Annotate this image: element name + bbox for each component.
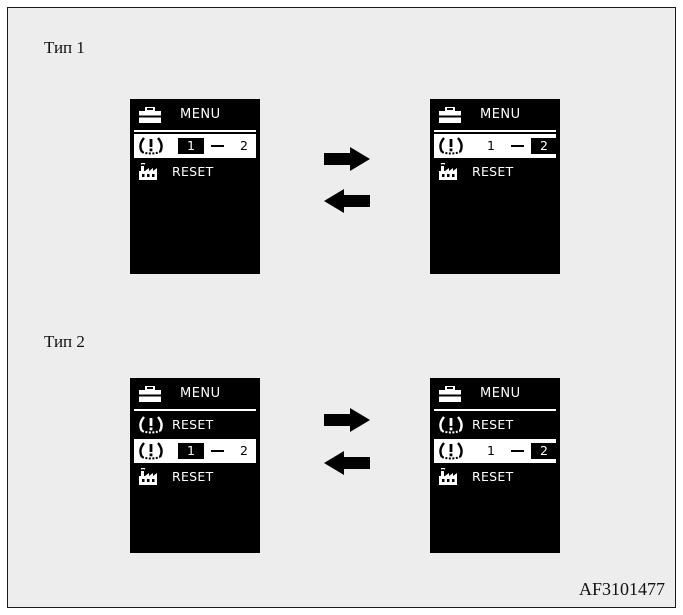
factory-icon bbox=[138, 467, 158, 489]
menu-item-reset: RESET bbox=[434, 413, 556, 437]
display-header: MENU bbox=[430, 99, 560, 129]
tire-pressure-warning-icon bbox=[438, 137, 464, 159]
header-divider bbox=[134, 409, 256, 411]
factory-icon bbox=[438, 162, 458, 184]
factory-icon bbox=[138, 162, 158, 184]
tire-pressure-warning-icon bbox=[138, 442, 164, 464]
tire-pressure-warning-icon bbox=[438, 442, 464, 464]
type1-label: Тип 1 bbox=[44, 38, 85, 57]
sensor-set-1: 1 bbox=[487, 443, 495, 458]
menu-item-reset: RESET bbox=[434, 160, 556, 184]
header-divider bbox=[134, 130, 256, 132]
arrow-right-icon bbox=[324, 147, 370, 171]
reset-label: RESET bbox=[472, 417, 514, 432]
type2-label: Тип 2 bbox=[44, 332, 85, 351]
sensor-set-2: 2 bbox=[240, 443, 248, 458]
tire-pressure-warning-icon bbox=[438, 416, 464, 438]
dash-separator bbox=[511, 145, 524, 147]
header-divider bbox=[434, 130, 556, 132]
reset-label: RESET bbox=[172, 164, 214, 179]
display-header: MENU bbox=[130, 99, 260, 129]
arrow-right-icon bbox=[324, 408, 370, 432]
menu-item-reset: RESET bbox=[434, 465, 556, 489]
menu-item-reset: RESET bbox=[134, 465, 256, 489]
display-header: MENU bbox=[430, 378, 560, 408]
menu-label: MENU bbox=[480, 107, 521, 122]
dash-separator bbox=[211, 450, 224, 452]
dash-separator bbox=[211, 145, 224, 147]
reset-label: RESET bbox=[172, 417, 214, 432]
reset-label: RESET bbox=[472, 164, 514, 179]
arrow-left-icon bbox=[324, 451, 370, 475]
menu-label: MENU bbox=[180, 107, 221, 122]
menu-label: MENU bbox=[180, 386, 221, 401]
sensor-set-1: 1 bbox=[487, 138, 495, 153]
sensor-set-2: 2 bbox=[531, 138, 557, 154]
display-header: MENU bbox=[130, 378, 260, 408]
factory-icon bbox=[438, 467, 458, 489]
menu-item-reset: RESET bbox=[134, 413, 256, 437]
arrow-left-icon bbox=[324, 189, 370, 213]
sensor-set-2: 2 bbox=[240, 138, 248, 153]
tire-pressure-warning-icon bbox=[138, 137, 164, 159]
menu-item-reset: RESET bbox=[134, 160, 256, 184]
sensor-set-1: 1 bbox=[178, 138, 204, 154]
reset-label: RESET bbox=[172, 469, 214, 484]
dash-separator bbox=[511, 450, 524, 452]
toolbox-icon bbox=[139, 385, 161, 406]
header-divider bbox=[434, 409, 556, 411]
menu-label: MENU bbox=[480, 386, 521, 401]
toolbox-icon bbox=[439, 385, 461, 406]
toolbox-icon bbox=[439, 106, 461, 127]
sensor-set-2: 2 bbox=[531, 443, 557, 459]
sensor-set-1: 1 bbox=[178, 443, 204, 459]
figure-id: AF3101477 bbox=[578, 579, 665, 599]
tire-pressure-warning-icon bbox=[138, 416, 164, 438]
toolbox-icon bbox=[139, 106, 161, 127]
reset-label: RESET bbox=[472, 469, 514, 484]
